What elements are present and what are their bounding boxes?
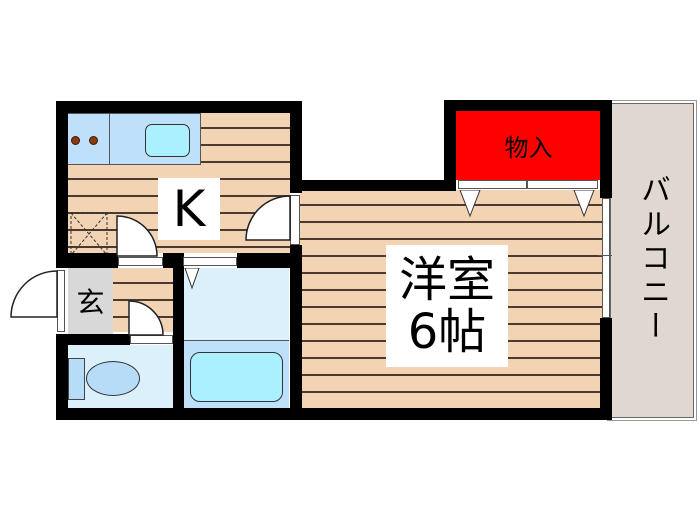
bathtub-icon <box>190 352 283 402</box>
wall <box>600 318 612 418</box>
stove-burner-icon <box>89 136 98 145</box>
toilet-bowl-icon <box>86 361 140 396</box>
room-size: 6帖 <box>407 304 487 360</box>
door-swing-marker-icon <box>184 268 200 290</box>
wall <box>56 408 612 420</box>
storage-door-right <box>527 180 598 189</box>
wall <box>444 100 612 111</box>
wall <box>56 334 68 420</box>
entrance: 玄 <box>68 268 113 334</box>
wall <box>290 180 456 191</box>
door-swing-marker-icon <box>573 190 595 218</box>
wall <box>56 101 68 268</box>
wall <box>290 101 302 193</box>
stove-burner-icon <box>71 136 80 145</box>
kitchen-sink-icon <box>145 124 190 157</box>
toilet-tank-icon <box>68 358 85 400</box>
refrigerator-space-icon <box>70 212 108 256</box>
kitchen-label: K <box>158 178 220 240</box>
toilet-door-frame <box>130 335 173 344</box>
balcony-label: バルコニー <box>635 174 670 344</box>
kitchen-door[interactable] <box>116 215 164 257</box>
wall <box>56 101 301 113</box>
wall <box>290 245 302 420</box>
window-frame-mark <box>598 255 612 256</box>
balcony: バルコニー <box>607 100 697 421</box>
front-door[interactable] <box>10 270 58 332</box>
balcony-window[interactable] <box>602 198 610 318</box>
storage-door-left <box>458 180 527 189</box>
kitchen-door-frame <box>118 257 163 266</box>
wall <box>56 253 118 268</box>
counter-divider <box>109 113 110 165</box>
wall <box>444 100 456 190</box>
western-room-door[interactable] <box>244 195 292 247</box>
entrance-label: 玄 <box>76 286 105 319</box>
storage-closet: 物入 <box>455 110 602 180</box>
washroom <box>184 268 289 340</box>
storage-label: 物入 <box>504 133 553 162</box>
western-room-label: 洋室 6帖 <box>386 245 508 367</box>
door-swing-marker-icon <box>459 190 481 218</box>
front-door-frame <box>57 270 65 332</box>
washroom-door-frame <box>183 257 237 266</box>
wall <box>56 334 130 345</box>
toilet-door[interactable] <box>128 300 174 336</box>
wall <box>237 253 302 268</box>
wall <box>173 253 184 420</box>
room-type: 洋室 <box>398 252 495 308</box>
wall <box>600 100 612 198</box>
